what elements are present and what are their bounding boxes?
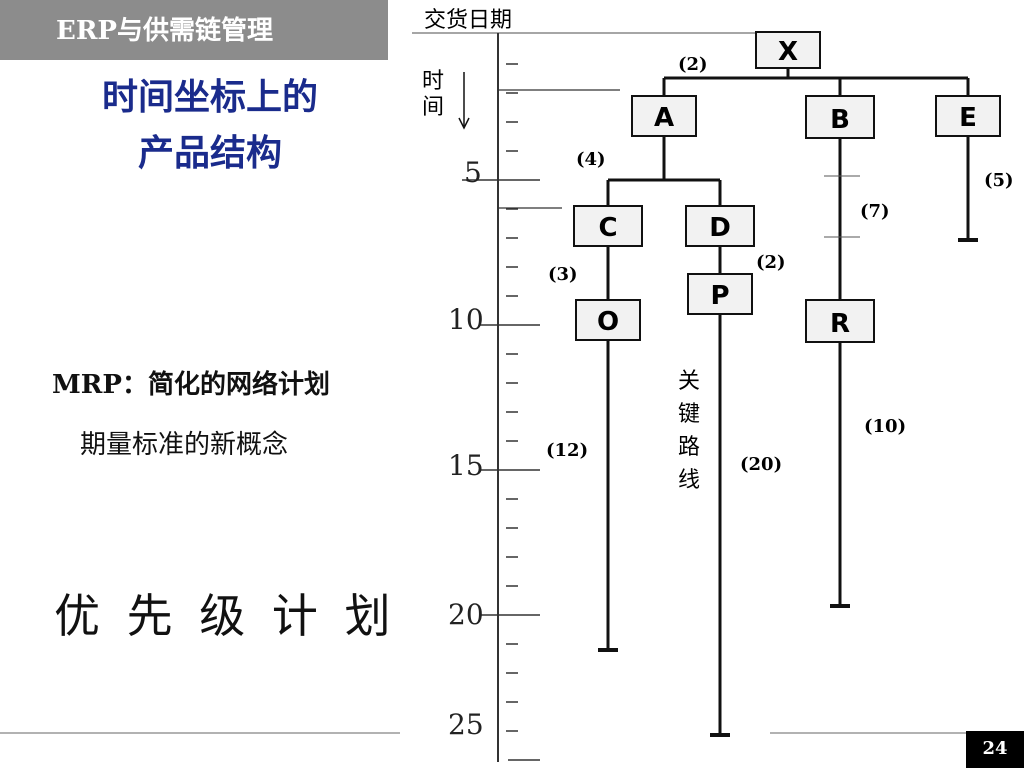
critical-path-label: 关 键 路 线 [678,369,700,493]
header-title: ERP与供需链管理 [56,16,273,46]
axis-direction-label-1: 时 [422,69,444,94]
lead-time-x-a: (2) [678,54,708,75]
axis-title: 交货日期 [424,8,512,33]
box-c: C [573,205,643,247]
tick-label-20: 20 [448,598,484,631]
box-r: R [805,299,875,343]
svg-text:B: B [830,105,850,135]
svg-text:P: P [710,281,729,311]
axis-minor-ticks [506,63,518,732]
tree-connectors [606,68,970,735]
box-o: O [575,299,641,341]
box-p: P [687,273,753,315]
box-x: X [755,31,821,69]
subtitle-line-1: 时间坐标上的 [101,77,318,118]
lead-time-a-cd: (4) [576,149,606,170]
lead-time-o: (12) [546,440,588,461]
svg-text:X: X [778,37,798,67]
lead-time-d-p: (2) [756,252,786,273]
svg-text:O: O [597,307,619,337]
priority-heading: 优 先 级 计 划 [54,589,397,643]
lamp-line: 期量标准的新概念 [80,430,289,460]
page-number: 24 [982,738,1008,759]
box-e: E [935,95,1001,137]
svg-text:E: E [959,103,977,133]
svg-text:路: 路 [678,435,700,460]
svg-text:键: 键 [678,402,700,427]
box-d: D [685,205,755,247]
tick-label-5: 5 [464,156,482,189]
svg-text:关: 关 [678,369,700,394]
box-a: A [631,95,697,137]
svg-text:D: D [709,213,731,243]
mrp-line: MRP：简化的网络计划 [52,370,330,400]
lead-time-e: (5) [984,170,1014,191]
lead-time-b: (7) [860,201,890,222]
svg-text:A: A [654,103,674,133]
lead-time-c-o: (3) [548,264,578,285]
tick-label-10: 10 [448,303,484,336]
lead-time-end-caps [598,238,978,737]
box-b: B [805,95,875,139]
lead-time-r: (10) [864,416,906,437]
axis-major-ticks [462,179,540,761]
axis-direction-label-2: 间 [422,95,444,120]
lead-time-p: (20) [740,454,782,475]
svg-text:C: C [598,213,617,243]
header-bar: ERP与供需链管理 [0,0,388,60]
page-number-badge: 24 [966,731,1024,768]
tick-label-25: 25 [448,708,484,741]
subtitle-line-2: 产品结构 [137,133,282,174]
svg-text:R: R [830,309,850,339]
tick-label-15: 15 [448,449,484,482]
svg-text:线: 线 [678,468,700,493]
